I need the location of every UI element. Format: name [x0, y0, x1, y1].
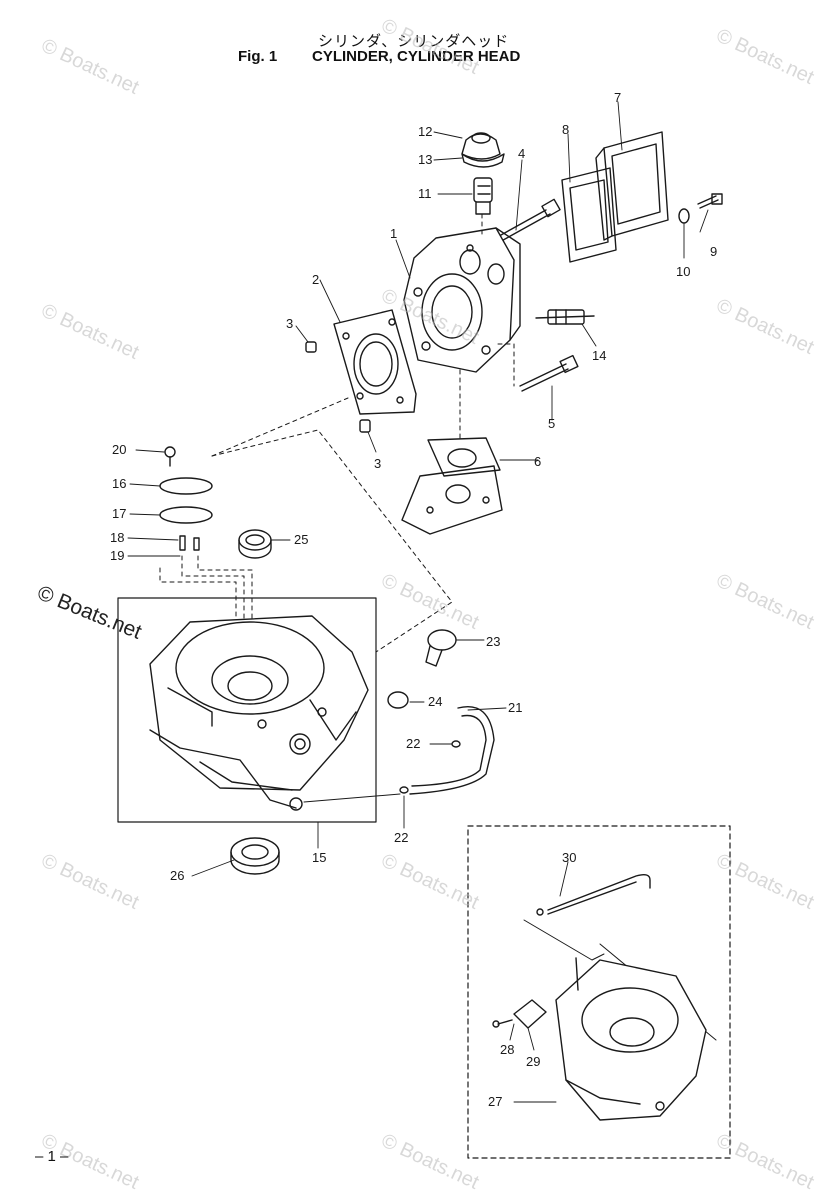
alternate-crankcase-part — [555, 957, 707, 1121]
watermark: © Boats.net — [378, 570, 483, 634]
callout-22a: 22 — [406, 736, 420, 751]
callout-28: 28 — [500, 1042, 514, 1057]
dowel-pin-part — [305, 341, 371, 433]
alternate-assembly-frame — [467, 825, 731, 1159]
watermark: © Boats.net — [378, 15, 483, 79]
callout-25: 25 — [294, 532, 308, 547]
callout-2: 2 — [312, 272, 319, 287]
callout-15: 15 — [312, 850, 326, 865]
callout-11: 11 — [418, 186, 432, 201]
callout-29: 29 — [526, 1054, 540, 1069]
callout-10: 10 — [676, 264, 690, 279]
watermark: © Boats.net — [378, 850, 483, 914]
washer-part — [678, 208, 690, 224]
crankcase-part — [149, 615, 369, 811]
callout-7: 7 — [614, 90, 621, 105]
callout-3a: 3 — [286, 316, 293, 331]
watermark: © Boats.net — [713, 1130, 818, 1194]
oil-seal-part — [238, 529, 272, 559]
figure-label: Fig. 1 — [238, 48, 278, 65]
callout-13: 13 — [418, 152, 432, 167]
watermark: © Boats.net — [713, 295, 818, 359]
watermark: © Boats.net — [38, 850, 143, 914]
cylinder-head-part — [403, 227, 521, 373]
callout-6: 6 — [534, 454, 541, 469]
callout-3b: 3 — [374, 456, 381, 471]
thermostat-cover-part — [461, 132, 505, 168]
watermark: © Boats.net — [38, 300, 143, 364]
callout-18: 18 — [110, 530, 124, 545]
watermark-dark: © Boats.net — [34, 581, 145, 644]
callout-9: 9 — [710, 244, 717, 259]
breather-cover-part — [492, 999, 547, 1029]
callout-26: 26 — [170, 868, 184, 883]
callout-24: 24 — [428, 694, 442, 709]
callout-30: 30 — [562, 850, 576, 865]
head-cover-gasket-part — [561, 167, 617, 263]
thermostat-part — [473, 177, 493, 215]
callout-27: 27 — [488, 1094, 502, 1109]
small-screw-part — [164, 446, 176, 467]
callout-21: 21 — [508, 700, 522, 715]
spark-plug-part — [535, 309, 595, 325]
hose-part — [409, 706, 495, 795]
crankcase-frame — [117, 597, 377, 823]
cover-gasket-part — [159, 506, 213, 524]
callout-4: 4 — [518, 146, 525, 161]
watermark: © Boats.net — [378, 1130, 483, 1194]
bearing-part — [230, 837, 280, 875]
drain-plug-part — [425, 629, 457, 667]
head-bolt-part — [519, 354, 579, 392]
long-bolt-part — [491, 198, 561, 245]
callout-16: 16 — [112, 476, 126, 491]
screw-part — [697, 193, 723, 209]
diagram-title: CYLINDER, CYLINDER HEAD — [312, 48, 521, 65]
callout-20: 20 — [112, 442, 126, 457]
breather-tube-part — [536, 873, 651, 916]
callout-14: 14 — [592, 348, 606, 363]
callout-23: 23 — [486, 634, 500, 649]
callout-17: 17 — [112, 506, 126, 521]
head-gasket-part — [333, 309, 417, 415]
watermark: © Boats.net — [713, 25, 818, 89]
title-japanese: シリンダ、シリンダヘッド — [318, 32, 510, 50]
watermark: © Boats.net — [713, 850, 818, 914]
page-number: – 1 – — [35, 1148, 69, 1165]
watermark: © Boats.net — [713, 570, 818, 634]
pin-part — [179, 535, 200, 551]
callout-1: 1 — [390, 226, 397, 241]
callout-8: 8 — [562, 122, 569, 137]
exhaust-cover-part — [401, 465, 503, 535]
callout-19: 19 — [110, 548, 124, 563]
o-ring-part — [387, 691, 409, 709]
exhaust-gasket-part — [427, 437, 501, 477]
cover-plate-part — [159, 477, 213, 495]
head-cover-part — [595, 131, 669, 241]
callout-22b: 22 — [394, 830, 408, 845]
callout-5: 5 — [548, 416, 555, 431]
watermark: © Boats.net — [38, 35, 143, 99]
callout-12: 12 — [418, 124, 432, 139]
